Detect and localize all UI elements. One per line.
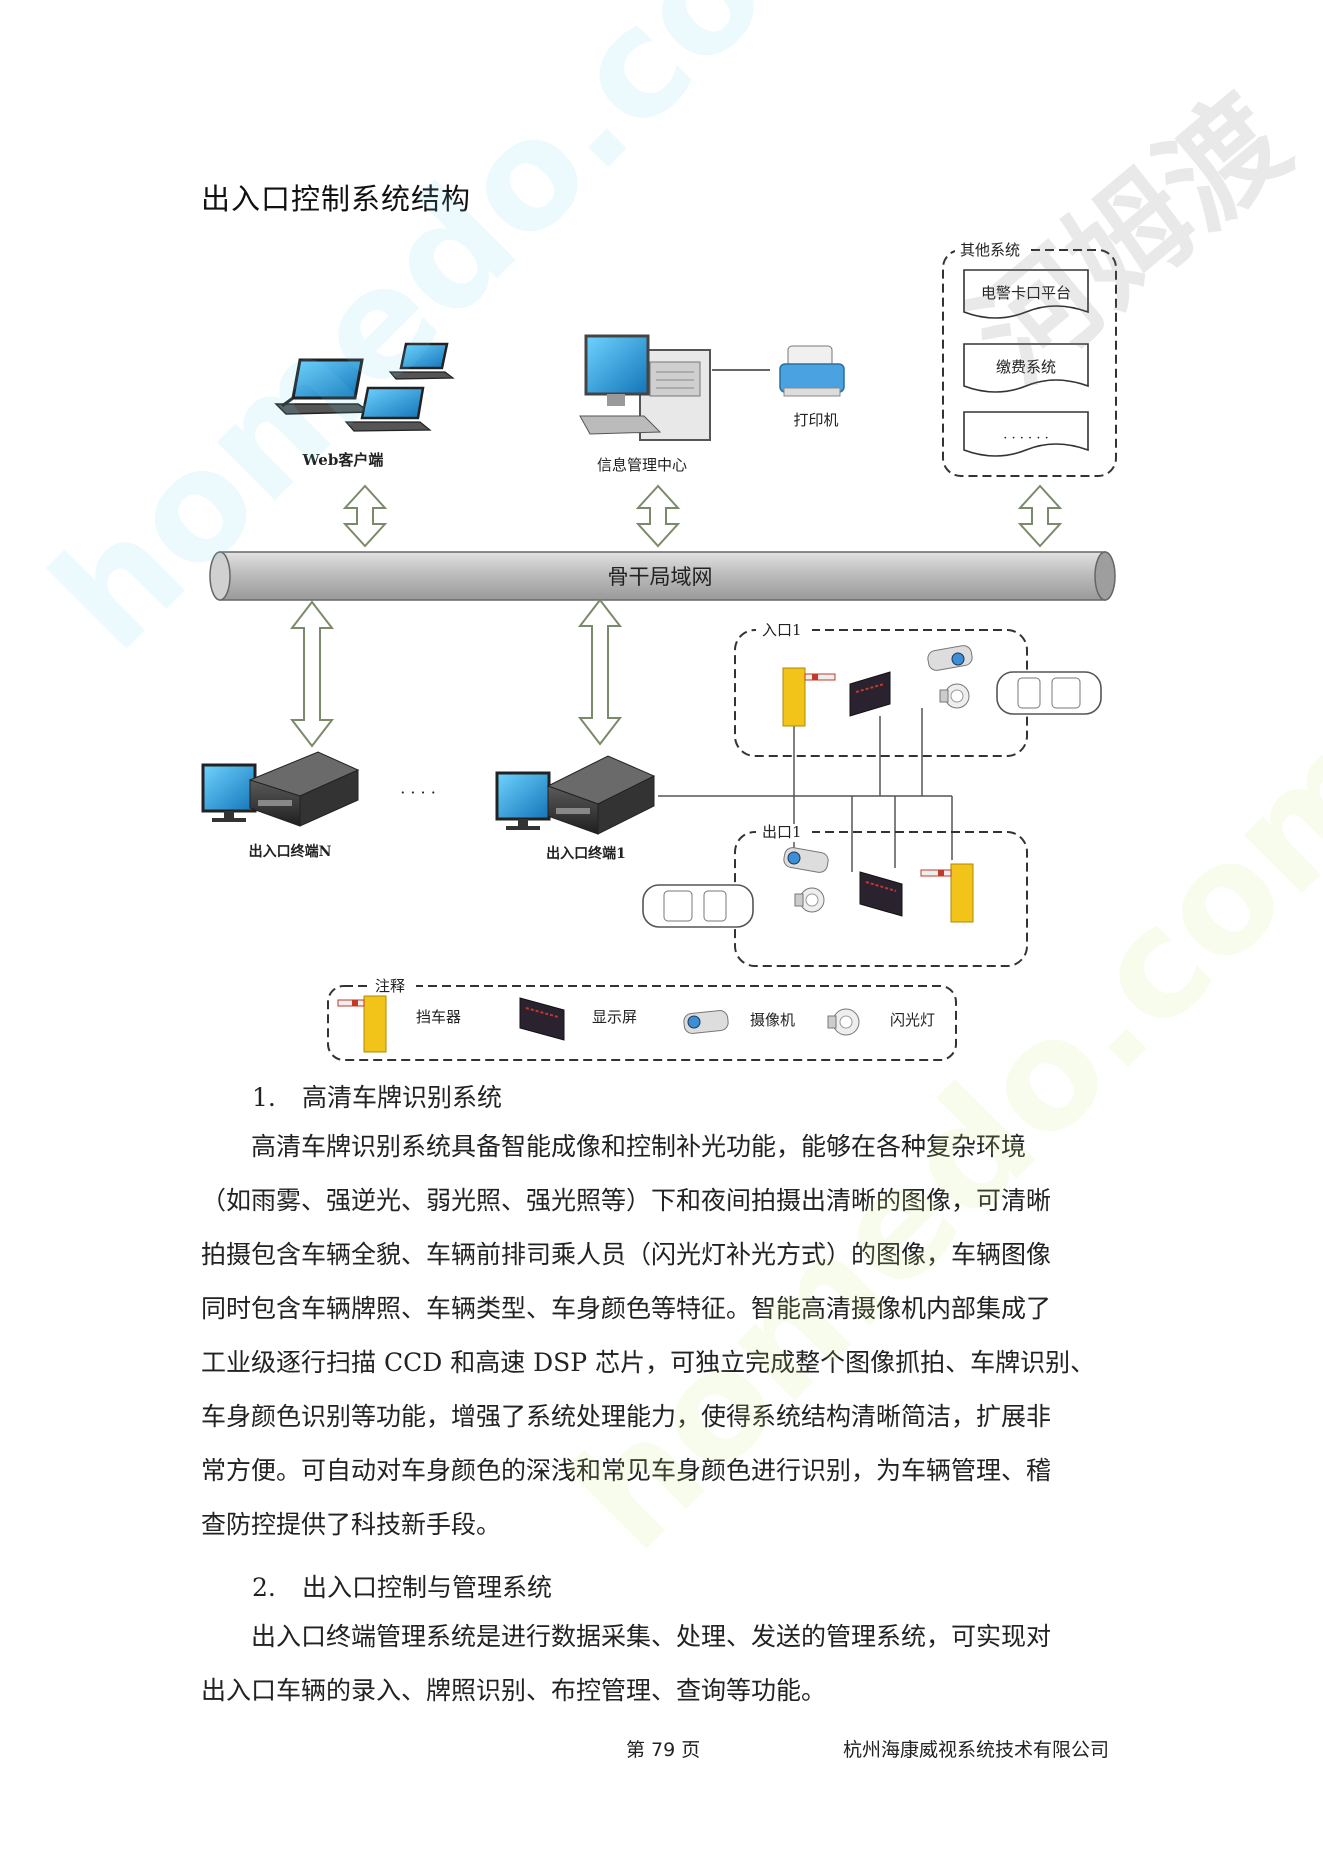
camera-icon <box>783 847 829 873</box>
backbone-lan: 骨干局域网 <box>209 551 1116 601</box>
car-icon <box>996 671 1102 715</box>
other-system-item-2: 缴费系统 <box>996 358 1056 376</box>
double-arrow-icon <box>344 485 386 547</box>
double-arrow-icon <box>577 598 623 746</box>
paragraph-line: 车身颜色识别等功能，增强了系统处理能力，使得系统结构清晰简洁，扩展非 <box>201 1402 1052 1431</box>
paragraph-line: 出入口车辆的录入、牌照识别、布控管理、查询等功能。 <box>201 1676 827 1705</box>
camera-icon <box>927 645 973 671</box>
paragraph-line: 同时包含车辆牌照、车辆类型、车身颜色等特征。智能高清摄像机内部集成了 <box>201 1294 1052 1323</box>
page-number: 第 79 页 <box>626 1739 701 1761</box>
terminal-1-label: 出入口终端1 <box>546 845 626 862</box>
exit-label: 出口1 <box>762 823 802 841</box>
double-arrow-icon <box>637 485 679 547</box>
billing-system-doc <box>963 343 1089 393</box>
lane-connections <box>658 708 953 872</box>
flash-light-icon <box>827 1008 860 1036</box>
legend-item-label: 摄像机 <box>750 1011 795 1029</box>
info-center-group: 信息管理中心 打印机 <box>579 334 845 474</box>
laptop-icon <box>344 386 432 432</box>
monitor-icon <box>495 771 551 830</box>
paragraph-line: 查防控提供了科技新手段。 <box>201 1510 502 1539</box>
other-systems-group: 其他系统 电警卡口平台 缴费系统 · · · · · · <box>942 241 1117 477</box>
architecture-diagram: 其他系统 电警卡口平台 缴费系统 · · · · · · Web客户端 <box>201 241 1117 1061</box>
legend-box: 注释 挡车器 显示屏 摄像机 闪光灯 <box>327 977 957 1061</box>
terminal-ellipsis: · · · · <box>400 783 436 802</box>
terminal-n-group: 出入口终端N <box>201 751 360 860</box>
paragraph-line: 高清车牌识别系统具备智能成像和控制补光功能，能够在各种复杂环境 <box>251 1132 1027 1161</box>
entrance-1-group: 入口1 <box>734 621 1102 757</box>
section-2-heading: 2. 出入口控制与管理系统 <box>252 1568 552 1604</box>
legend-item-label: 显示屏 <box>592 1008 637 1026</box>
section-number: 2. <box>252 1573 276 1602</box>
page-title: 出入口控制系统结构 <box>201 182 472 216</box>
monitor-icon <box>201 763 257 822</box>
exit-1-group: 出口1 <box>642 823 1028 967</box>
paragraph-line: 工业级逐行扫描 CCD 和高速 DSP 芯片，可独立完成整个图像抓拍、车牌识别、 <box>201 1348 1096 1377</box>
double-arrow-icon <box>289 600 335 748</box>
paragraph-line: 拍摄包含车辆全貌、车辆前排司乘人员（闪光灯补光方式）的图像，车辆图像 <box>201 1240 1052 1269</box>
section-2-body: 出入口终端管理系统是进行数据采集、处理、发送的管理系统，可实现对 出入口车辆的录… <box>201 1610 1123 1718</box>
footer-company: 杭州海康威视系统技术有限公司 <box>843 1739 1110 1761</box>
flash-light-icon <box>939 683 970 709</box>
workstation-icon <box>579 334 711 441</box>
display-screen-icon <box>859 871 903 917</box>
entrance-label: 入口1 <box>762 621 802 639</box>
printer-icon <box>779 345 845 397</box>
laptop-icon <box>388 342 455 380</box>
barrier-gate-icon <box>337 995 387 1053</box>
display-screen-icon <box>849 671 891 717</box>
paragraph-line: 出入口终端管理系统是进行数据采集、处理、发送的管理系统，可实现对 <box>251 1622 1052 1651</box>
web-client-label: Web客户端 <box>302 451 384 469</box>
display-screen-icon <box>519 997 565 1041</box>
printer-label: 打印机 <box>793 411 838 429</box>
barrier-gate-icon <box>782 667 836 727</box>
double-arrow-icon <box>1019 485 1061 547</box>
other-systems-label: 其他系统 <box>960 241 1020 259</box>
info-center-label: 信息管理中心 <box>597 456 687 474</box>
other-system-item-3: · · · · · · <box>1003 431 1048 446</box>
backbone-label: 骨干局域网 <box>608 565 713 589</box>
terminal-n-label: 出入口终端N <box>249 843 332 860</box>
terminal-1-group: 出入口终端1 <box>495 755 656 862</box>
paragraph-line: （如雨雾、强逆光、弱光照、强光照等）下和夜间拍摄出清晰的图像，可清晰 <box>201 1186 1052 1215</box>
other-system-item-1: 电警卡口平台 <box>981 284 1071 302</box>
section-1-heading: 1. 高清车牌识别系统 <box>252 1078 502 1114</box>
camera-icon <box>683 1010 729 1034</box>
paragraph-line: 常方便。可自动对车身颜色的深浅和常见车身颜色进行识别，为车辆管理、稽 <box>201 1456 1052 1485</box>
police-checkpoint-platform-doc <box>963 269 1089 319</box>
legend-item-label: 闪光灯 <box>890 1011 935 1029</box>
section-number: 1. <box>252 1083 276 1112</box>
laptop-icon <box>274 358 373 415</box>
dvr-icon <box>546 755 656 835</box>
dvr-icon <box>248 751 360 827</box>
section-title: 高清车牌识别系统 <box>302 1083 503 1112</box>
more-systems-doc <box>963 411 1089 457</box>
flash-light-icon <box>794 887 825 913</box>
legend-title: 注释 <box>375 977 405 995</box>
web-client-group: Web客户端 <box>274 342 455 469</box>
legend-item-label: 挡车器 <box>416 1008 461 1026</box>
car-icon <box>642 884 754 928</box>
barrier-gate-icon <box>920 863 974 923</box>
section-title: 出入口控制与管理系统 <box>302 1573 553 1602</box>
section-1-body: 高清车牌识别系统具备智能成像和控制补光功能，能够在各种复杂环境 （如雨雾、强逆光… <box>201 1120 1123 1552</box>
